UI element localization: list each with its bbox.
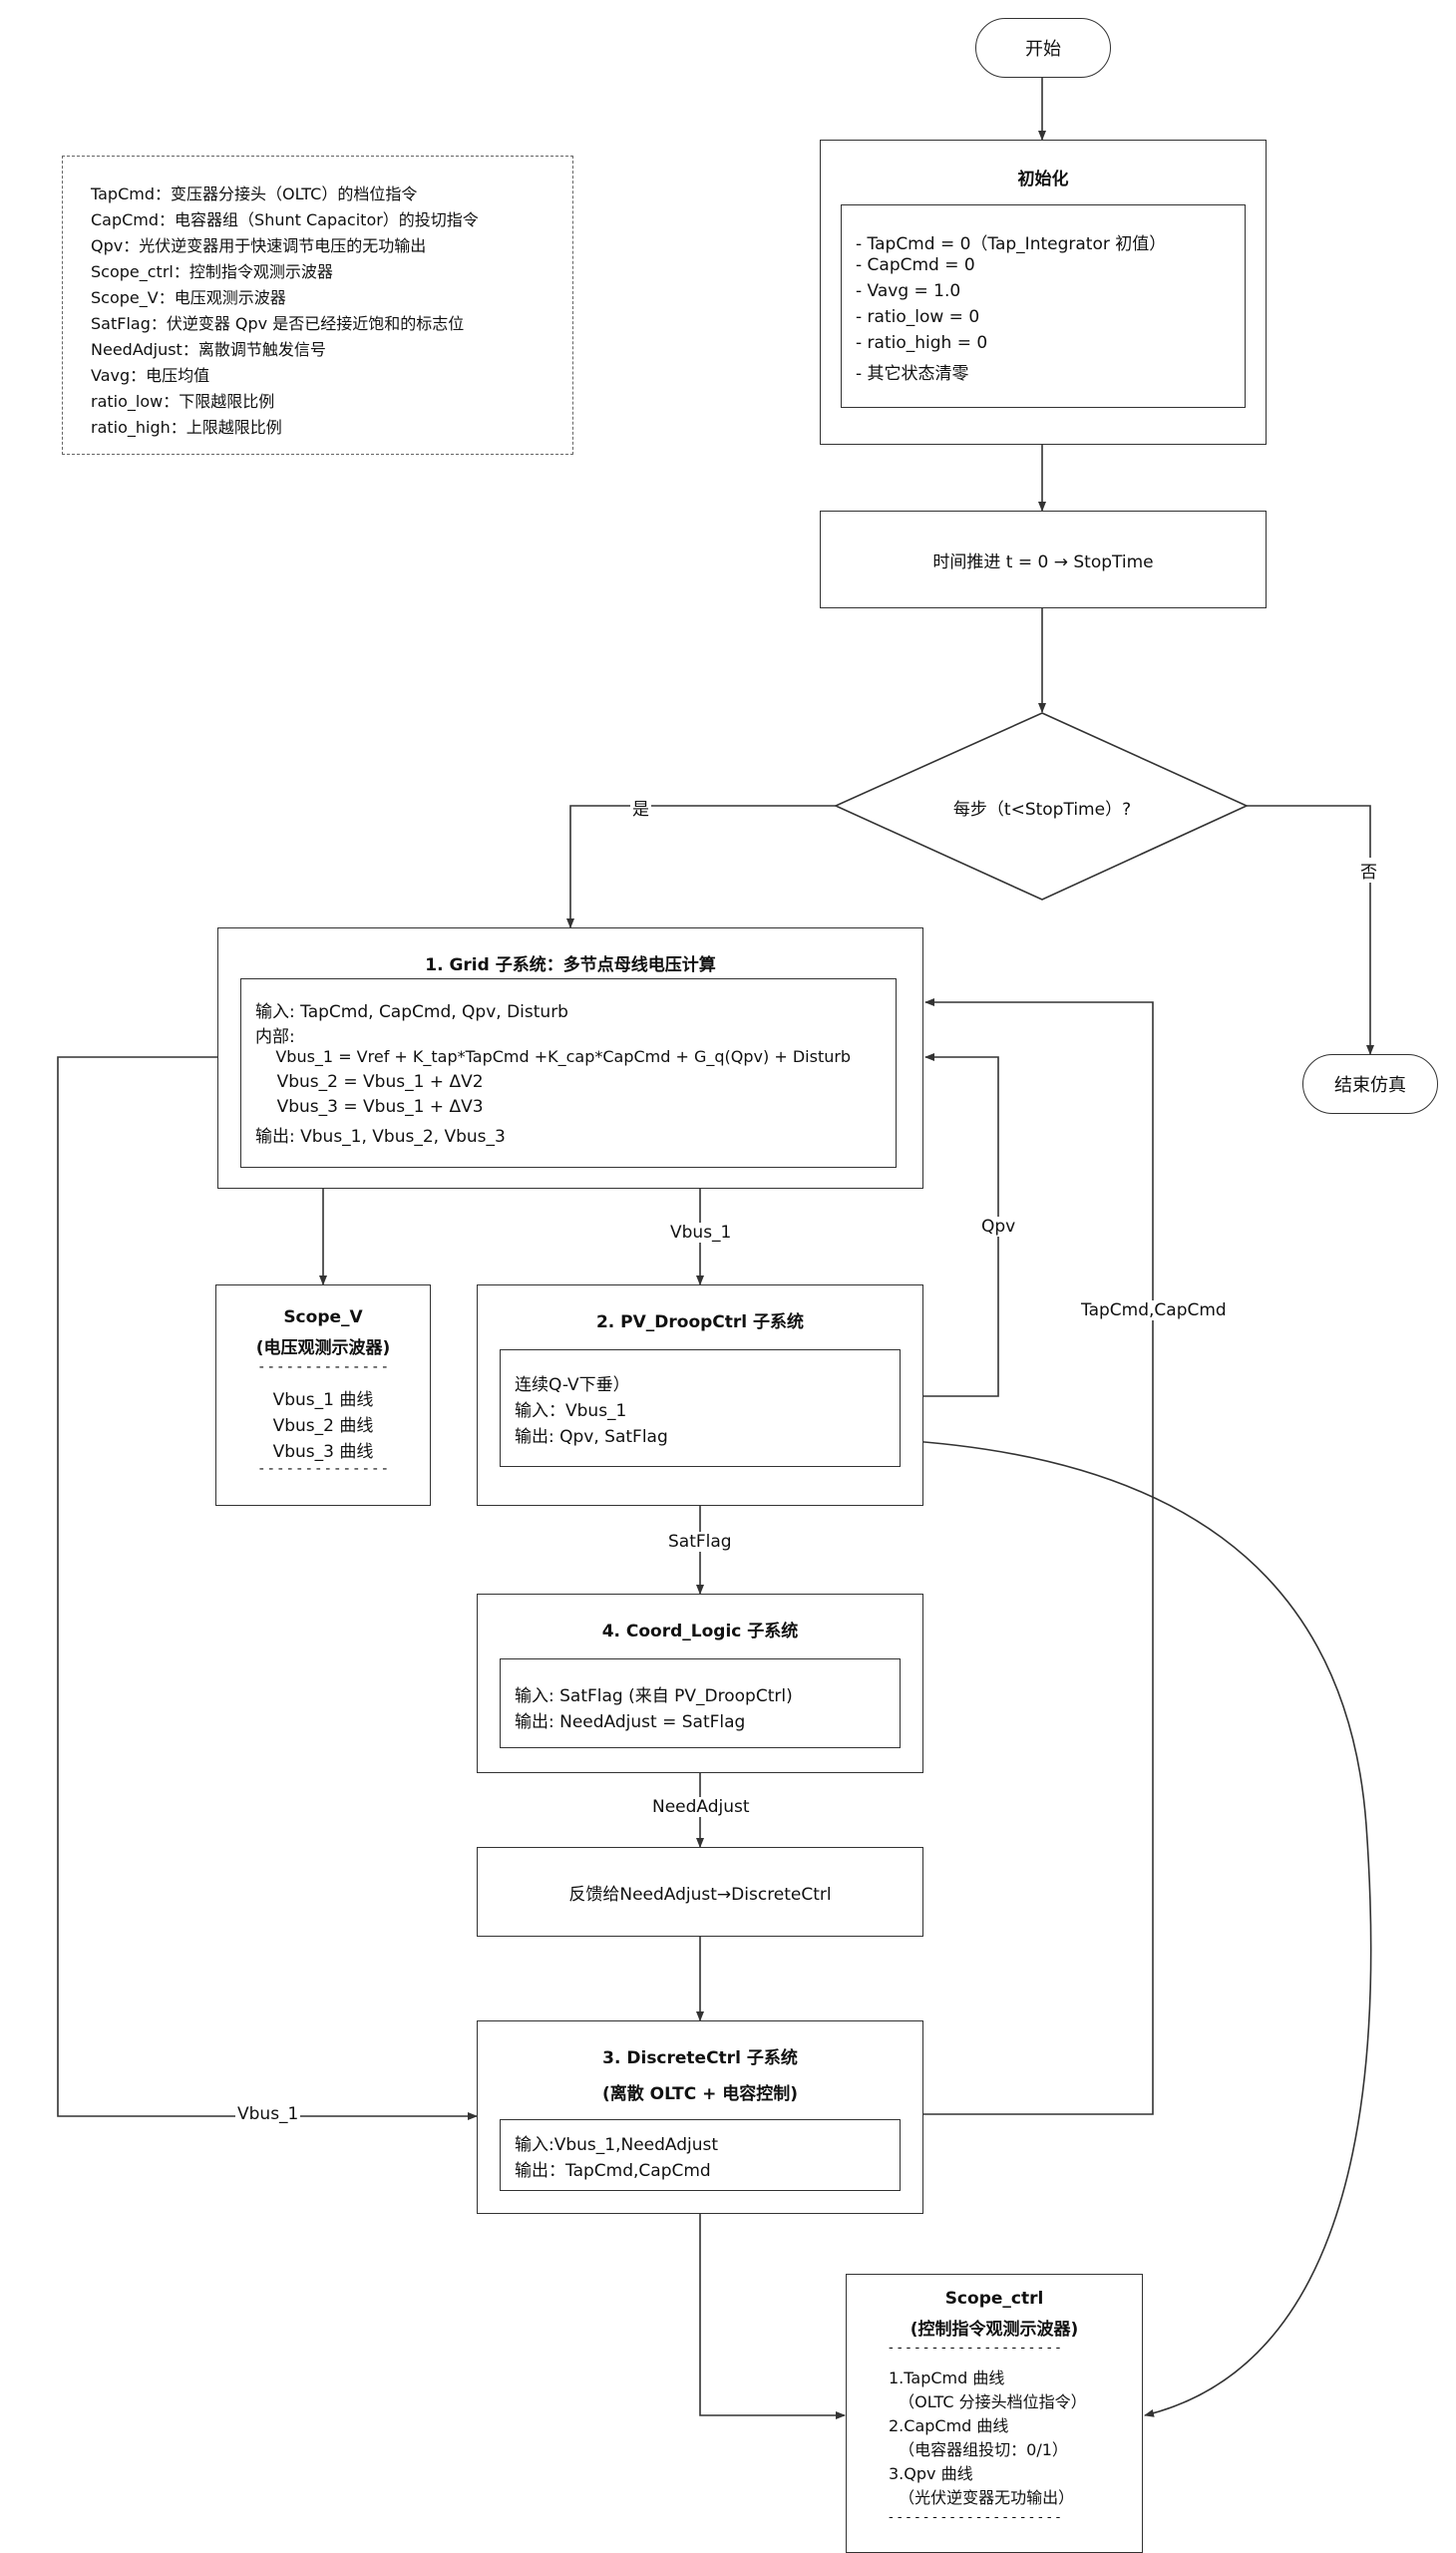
edge-decision-no [1247, 805, 1374, 1055]
grid-details: 输入: TapCmd, CapCmd, Qpv, Disturb 内部: Vbu… [240, 978, 897, 1168]
legend-item: NeedAdjust：离散调节触发信号 [91, 340, 326, 359]
discrete-subtitle: (离散 OLTC + 电容控制) [601, 2084, 799, 2104]
edge-label-vbus1: Vbus_1 [668, 1223, 734, 1243]
edge-vbus1-discrete [57, 1056, 478, 2120]
init-line: - Vavg = 1.0 [856, 281, 961, 301]
legend-item: TapCmd：变压器分接头（OLTC）的档位指令 [91, 184, 418, 203]
discrete-details: 输入:Vbus_1,NeedAdjust 输出：TapCmd,CapCmd [500, 2119, 901, 2191]
discretectrl-box: 3. DiscreteCtrl 子系统 (离散 OLTC + 电容控制) 输入:… [477, 2020, 923, 2214]
legend-item: Scope_V：电压观测示波器 [91, 288, 286, 307]
edge-pv-scopectrl-curve [897, 1439, 1372, 2417]
scope-v-divider: - - - - - - - - - - - - - - [258, 1359, 388, 1375]
edge-decision-yes [566, 805, 836, 928]
feedback-label: 反馈给NeedAdjust→DiscreteCtrl [568, 1884, 832, 1905]
legend-item: CapCmd：电容器组（Shunt Capacitor）的投切指令 [91, 210, 479, 229]
pv-line: 输出: Qpv, SatFlag [515, 1427, 668, 1447]
legend-item: Vavg：电压均值 [91, 366, 210, 385]
init-line: - CapCmd = 0 [856, 255, 975, 275]
end-terminal: 结束仿真 [1302, 1054, 1438, 1114]
legend-item: Scope_ctrl：控制指令观测示波器 [91, 262, 333, 281]
scope-v-box: Scope_V (电压观测示波器) - - - - - - - - - - - … [215, 1284, 431, 1506]
scope-v-line: Vbus_1 曲线 [272, 1390, 374, 1410]
init-line: - ratio_low = 0 [856, 307, 980, 327]
decision-label: 每步（t<StopTime）? [952, 800, 1132, 820]
feedback-box: 反馈给NeedAdjust→DiscreteCtrl [477, 1847, 923, 1937]
decision-yes-label: 是 [630, 795, 651, 820]
init-line: - ratio_high = 0 [856, 333, 988, 353]
scope-ctrl-line: 2.CapCmd 曲线 [889, 2416, 1009, 2435]
coord-line: 输入: SatFlag (来自 PV_DroopCtrl) [515, 1686, 793, 1706]
init-line: - 其它状态清零 [856, 364, 969, 384]
discrete-line: 输出：TapCmd,CapCmd [515, 2161, 711, 2181]
legend-item: Qpv：光伏逆变器用于快速调节电压的无功输出 [91, 236, 427, 255]
scope-ctrl-subtitle: (控制指令观测示波器) [910, 2320, 1079, 2340]
scope-ctrl-divider: - - - - - - - - - - - - - - - - - - - - [889, 2341, 1061, 2356]
legend-item: SatFlag：伏逆变器 Qpv 是否已经接近饱和的标志位 [91, 314, 465, 333]
init-box: 初始化 - TapCmd = 0（Tap_Integrator 初值） - Ca… [820, 140, 1267, 445]
decision-diamond [834, 712, 1249, 901]
grid-subsystem-box: 1. Grid 子系统：多节点母线电压计算 输入: TapCmd, CapCmd… [217, 927, 923, 1189]
edge-discrete-grid [898, 998, 1154, 2115]
init-details: - TapCmd = 0（Tap_Integrator 初值） - CapCmd… [841, 204, 1246, 408]
end-label: 结束仿真 [1334, 1075, 1406, 1096]
time-advance-label: 时间推进 t = 0 → StopTime [932, 551, 1154, 572]
grid-line: Vbus_3 = Vbus_1 + ΔV3 [255, 1097, 484, 1117]
pv-title: 2. PV_DroopCtrl 子系统 [595, 1312, 805, 1332]
scope-v-subtitle: (电压观测示波器) [255, 1338, 391, 1358]
scope-v-line: Vbus_3 曲线 [272, 1442, 374, 1462]
edge-label-needadjust: NeedAdjust [650, 1797, 752, 1817]
pv-line: 输入：Vbus_1 [515, 1401, 627, 1421]
discrete-line: 输入:Vbus_1,NeedAdjust [515, 2135, 719, 2155]
start-label: 开始 [1025, 39, 1061, 60]
grid-line: 输出: Vbus_1, Vbus_2, Vbus_3 [255, 1127, 506, 1147]
coord-logic-box: 4. Coord_Logic 子系统 输入: SatFlag (来自 PV_Dr… [477, 1594, 923, 1773]
legend-item: ratio_high：上限越限比例 [91, 418, 282, 437]
pv-line: 连续Q-V下垂） [515, 1375, 630, 1395]
init-title: 初始化 [1017, 170, 1069, 189]
scope-ctrl-line: 1.TapCmd 曲线 [889, 2369, 1005, 2387]
scope-v-title: Scope_V [283, 1307, 363, 1327]
coord-line: 输出: NeedAdjust = SatFlag [515, 1712, 746, 1732]
scope-ctrl-line: 3.Qpv 曲线 [889, 2464, 973, 2483]
scope-v-line: Vbus_2 曲线 [272, 1416, 374, 1436]
edge-label-qpv: Qpv [979, 1217, 1018, 1237]
coord-details: 输入: SatFlag (来自 PV_DroopCtrl) 输出: NeedAd… [500, 1658, 901, 1748]
edge-label-vbus1-left: Vbus_1 [235, 2104, 301, 2124]
edge-label-satflag: SatFlag [666, 1532, 734, 1552]
scope-ctrl-title: Scope_ctrl [944, 2289, 1044, 2309]
grid-title: 1. Grid 子系统：多节点母线电压计算 [425, 955, 716, 975]
legend-box: TapCmd：变压器分接头（OLTC）的档位指令 CapCmd：电容器组（Shu… [62, 156, 573, 455]
scope-v-divider: - - - - - - - - - - - - - - [258, 1461, 388, 1477]
init-line: - TapCmd = 0（Tap_Integrator 初值） [856, 234, 1167, 254]
scope-ctrl-divider: - - - - - - - - - - - - - - - - - - - - [889, 2510, 1061, 2525]
time-advance-box: 时间推进 t = 0 → StopTime [820, 511, 1267, 608]
edge-discrete-scopectrl [699, 2214, 846, 2419]
discrete-title: 3. DiscreteCtrl 子系统 [602, 2048, 798, 2068]
pv-details: 连续Q-V下垂） 输入：Vbus_1 输出: Qpv, SatFlag [500, 1349, 901, 1467]
grid-line: Vbus_1 = Vref + K_tap*TapCmd +K_cap*CapC… [255, 1047, 852, 1066]
decision-no-label: 否 [1358, 858, 1379, 883]
coord-title: 4. Coord_Logic 子系统 [601, 1622, 799, 1641]
grid-line: Vbus_2 = Vbus_1 + ΔV2 [255, 1072, 484, 1092]
scope-ctrl-line: （电容器组投切：0/1） [889, 2440, 1068, 2459]
pv-droopctrl-box: 2. PV_DroopCtrl 子系统 连续Q-V下垂） 输入：Vbus_1 输… [477, 1284, 923, 1506]
legend-item: ratio_low：下限越限比例 [91, 392, 275, 411]
start-terminal: 开始 [975, 18, 1111, 78]
grid-line: 内部: [255, 1027, 295, 1047]
grid-line: 输入: TapCmd, CapCmd, Qpv, Disturb [255, 1002, 568, 1022]
scope-ctrl-box: Scope_ctrl (控制指令观测示波器) - - - - - - - - -… [846, 2274, 1143, 2553]
scope-ctrl-line: （光伏逆变器无功输出） [889, 2488, 1075, 2507]
edge-label-tapcmd-capcmd: TapCmd,CapCmd [1079, 1300, 1229, 1320]
scope-ctrl-line: （OLTC 分接头档位指令） [889, 2392, 1087, 2411]
